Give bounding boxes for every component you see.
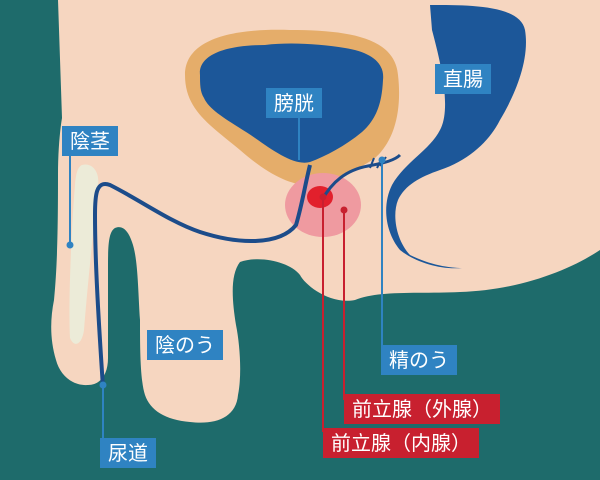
pointer-dot-seminal-vesicle [379, 157, 386, 164]
pointer-dot-prostate-outer [341, 207, 348, 214]
label-scrotum: 陰のう [147, 330, 223, 360]
label-rectum: 直腸 [435, 64, 491, 94]
pointer-dot-urethra [100, 382, 107, 389]
label-penis: 陰茎 [62, 126, 118, 156]
label-seminal-vesicle: 精のう [381, 345, 457, 375]
label-prostate-outer: 前立腺（外腺） [344, 394, 500, 424]
pointer-dot-penis [67, 242, 74, 249]
label-bladder: 膀胱 [266, 88, 322, 118]
label-prostate-inner: 前立腺（内腺） [323, 428, 479, 458]
pointer-dot-prostate-inner [320, 194, 327, 201]
label-urethra: 尿道 [100, 438, 156, 468]
